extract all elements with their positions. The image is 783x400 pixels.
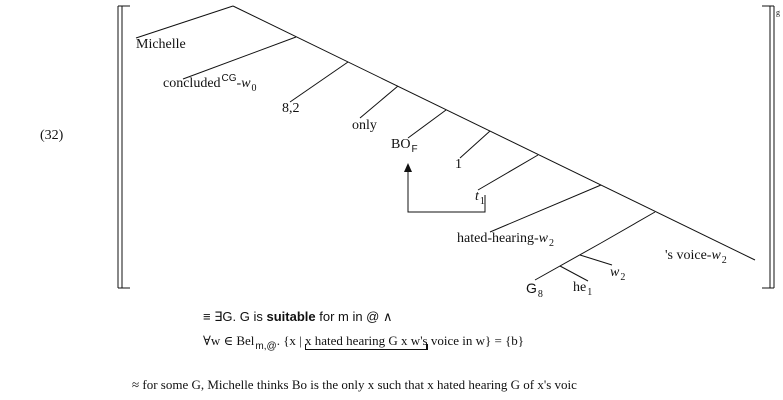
branch-hated [489, 184, 602, 233]
leaf-hated-hearing: hated-hearing-w2 [457, 231, 554, 249]
branch-voice [600, 211, 656, 244]
branch-one [459, 130, 491, 159]
branch-concluded [182, 36, 297, 80]
movement-arrow-head [404, 163, 412, 172]
example-number: (32) [40, 128, 64, 143]
movement-arrow-line [407, 172, 486, 213]
tree-spine [232, 5, 756, 261]
leaf-trace: t1 [475, 189, 485, 207]
leaf-he: he1 [573, 280, 593, 298]
branch-82 [289, 61, 349, 103]
formula-line-1: ≡ ∃G. G is suitable for m in @ ∧ [203, 309, 393, 324]
branch-g8 [534, 242, 602, 281]
leaf-index: 8,2 [282, 101, 300, 116]
branch-t1 [477, 154, 539, 191]
leaf-bo: BOF [391, 137, 418, 155]
leaf-michelle: Michelle [136, 37, 186, 52]
leaf-one: 1 [455, 157, 462, 172]
leaf-concluded: concludedCG-w0 [163, 73, 257, 94]
leaf-voice: 's voice-w2 [665, 248, 727, 266]
branch-only [359, 85, 399, 119]
branch-bo [407, 109, 447, 139]
leaf-w2: w2 [610, 265, 626, 283]
branch-w2 [579, 254, 613, 266]
branch-he [559, 265, 589, 282]
branch-michelle [135, 5, 234, 39]
leaf-g8: G8 [526, 280, 543, 300]
formula-underlined-span: x hated hearing G x w's [305, 333, 428, 350]
formula-line-2: ∀w ∈ Belm,@. {x | x hated hearing G x w'… [203, 333, 525, 352]
bracket-superscript: g [776, 8, 780, 17]
leaf-only: only [352, 118, 377, 133]
paraphrase: ≈ for some G, Michelle thinks Bo is the … [132, 377, 577, 392]
